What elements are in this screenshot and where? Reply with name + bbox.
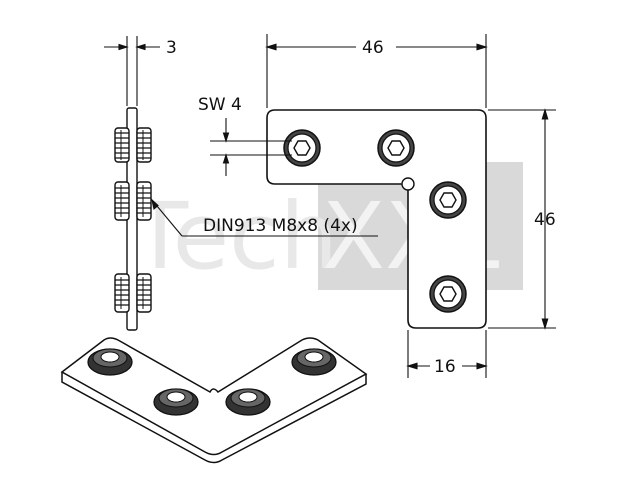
wrench-size-dimension (210, 118, 292, 176)
iso-screw-4 (291, 348, 337, 376)
side-view-screw-1 (114, 127, 152, 163)
top-view (266, 109, 487, 329)
screw-callout-label: DIN913 M8x8 (4x) (203, 216, 358, 236)
width-value-bg (356, 36, 396, 56)
corner-relief (401, 177, 415, 191)
screw-callout-leader (151, 198, 378, 237)
iso-screw-1 (87, 348, 133, 376)
leg-dimension (406, 330, 488, 378)
leg-value-bg (430, 355, 462, 375)
height-value: 46 (534, 210, 556, 230)
iso-plate-top (60, 337, 368, 456)
top-view-screw-3 (429, 181, 467, 219)
thickness-dimension (104, 36, 160, 106)
top-view-screw-2 (377, 129, 415, 167)
height-dimension (488, 108, 556, 330)
wrench-size-label: SW 4 (198, 95, 242, 115)
iso-screw-2 (153, 388, 199, 416)
top-view-plate (266, 109, 487, 329)
side-view (114, 107, 152, 331)
top-view-screw-4 (429, 275, 467, 313)
width-value: 46 (362, 38, 384, 58)
side-view-screw-2 (114, 181, 152, 221)
side-view-screw-3 (114, 273, 152, 313)
leg-value: 16 (434, 357, 456, 377)
iso-screw-3 (225, 388, 271, 416)
top-view-screw-1 (283, 129, 321, 167)
isometric-view (60, 337, 368, 464)
thickness-value: 3 (166, 38, 177, 58)
